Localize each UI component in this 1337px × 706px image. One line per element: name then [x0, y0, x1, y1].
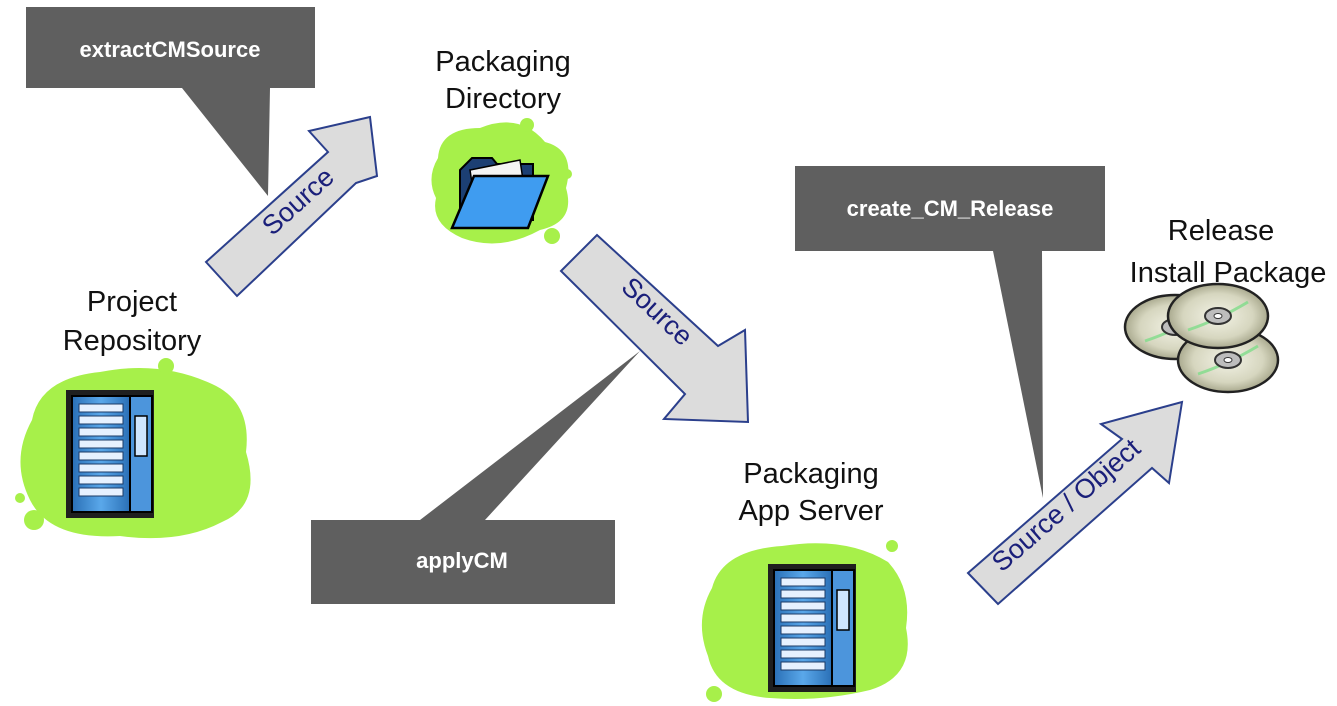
source-arrow-directory-to-app-server [559, 233, 750, 424]
folder-icon [450, 157, 550, 230]
project-repository-label-line2: Repository [63, 325, 202, 357]
callout-extract-label: extractCMSource [80, 37, 261, 62]
release-install-package-label-line1: Release [1168, 215, 1274, 247]
server-icon [767, 563, 857, 693]
cd-discs-icon [1123, 282, 1280, 394]
arrow-label-3: Source / Object [986, 433, 1146, 578]
server-icon [65, 389, 155, 519]
project-repository-label-line1: Project [87, 286, 177, 318]
callout-apply-cm: applyCM [311, 351, 640, 604]
source-object-arrow-app-server-to-release [966, 400, 1184, 606]
node-project-repository: Project Repository [15, 286, 251, 539]
packaging-app-server-label-line1: Packaging [743, 458, 878, 490]
callout-create-release-label: create_CM_Release [847, 196, 1054, 221]
node-release-install-package: Release Install Package [1123, 215, 1326, 394]
source-arrow-repo-to-directory [204, 115, 379, 298]
node-packaging-app-server: Packaging App Server [701, 458, 908, 702]
callout-create-cm-release: create_CM_Release [795, 166, 1105, 498]
callout-apply-label: applyCM [416, 548, 508, 573]
packaging-directory-label-line1: Packaging [435, 46, 570, 78]
packaging-app-server-label-line2: App Server [738, 495, 883, 527]
node-packaging-directory: Packaging Directory [431, 46, 572, 244]
packaging-directory-label-line2: Directory [445, 83, 562, 115]
callout-extract-cm-source: extractCMSource [26, 7, 315, 196]
